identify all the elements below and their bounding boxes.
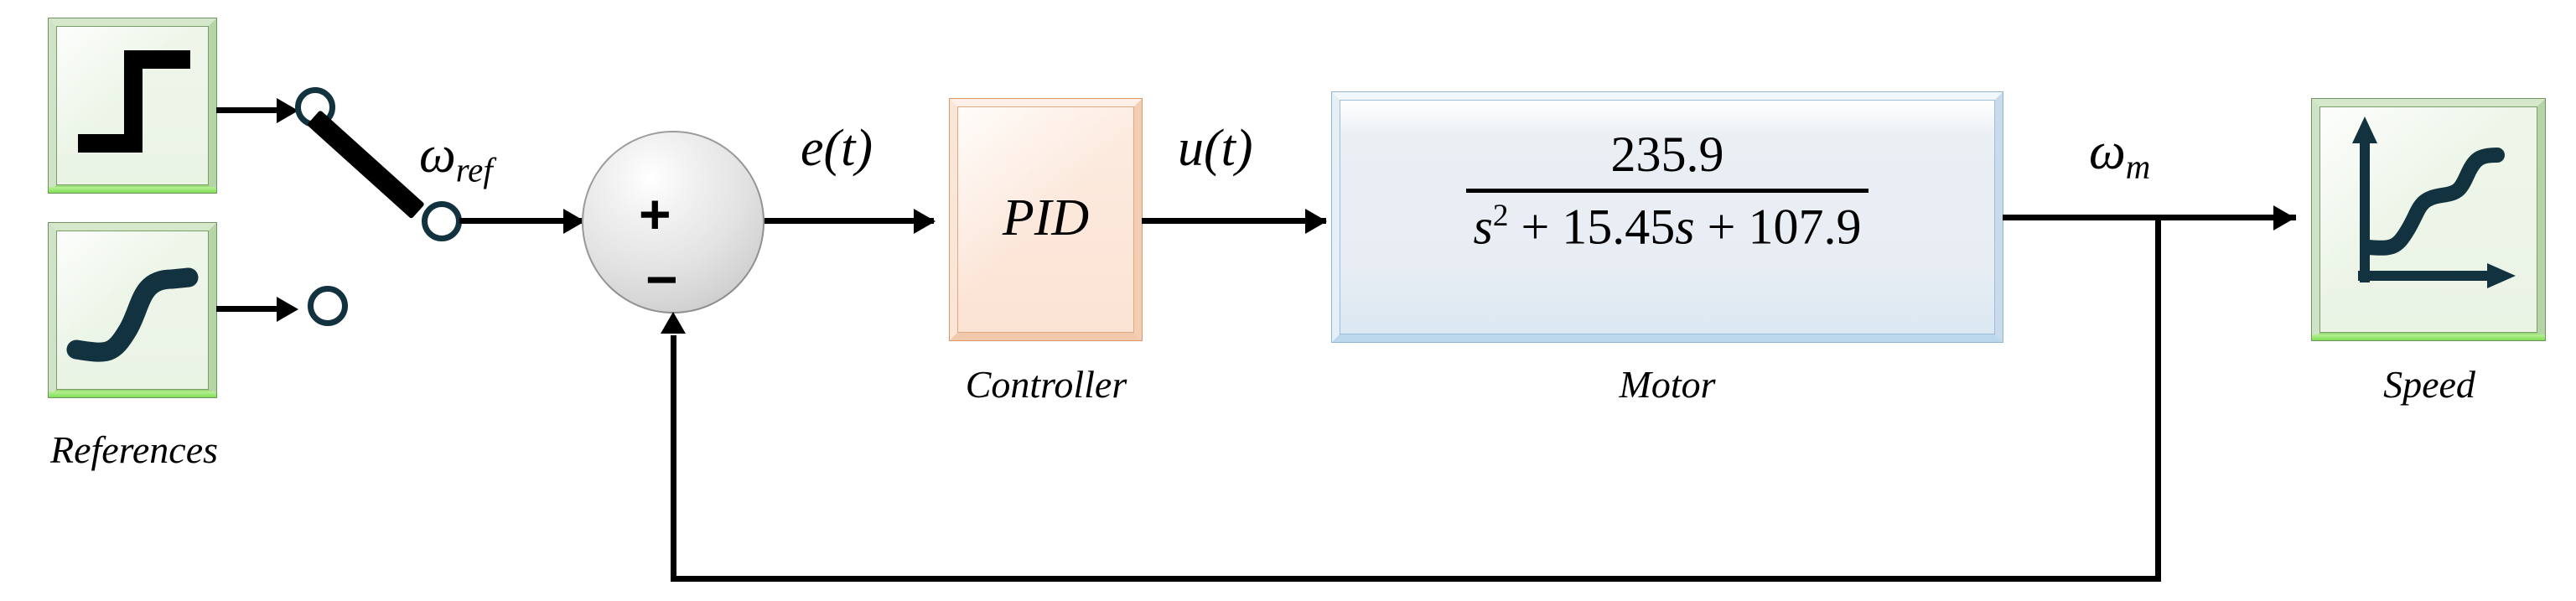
summing-junction-minus: − — [645, 248, 678, 310]
omega-m-subscript: m — [2125, 148, 2151, 186]
summing-junction-plus: + — [639, 183, 671, 245]
denominator-rest: + 15.45s + 107.9 — [1508, 199, 1862, 255]
wire-sum-to-controller — [765, 218, 934, 224]
pid-controller-label: PID — [1002, 189, 1090, 246]
omega-m-symbol: ω — [2089, 123, 2126, 180]
arrow-sum-to-controller — [914, 209, 936, 234]
speed-scope-block[interactable] — [2312, 99, 2545, 340]
switch-lower-terminal[interactable] — [422, 201, 462, 241]
controller-caption: Controller — [965, 363, 1127, 406]
control-signal-label: u(t) — [1178, 120, 1253, 177]
motor-transfer-function: 235.9 s2 + 15.45s + 107.9 — [1332, 126, 2003, 256]
arrow-switch-to-sum — [563, 209, 585, 234]
fraction-bar — [1466, 189, 1869, 193]
s-curve-signal-icon — [66, 267, 199, 362]
denominator-s: s — [1473, 199, 1493, 255]
omega-ref-subscript: ref — [455, 151, 493, 189]
wire-plant-to-scope — [2003, 215, 2296, 220]
pid-controller-block[interactable] — [950, 99, 1142, 340]
wire-switch-to-sum — [459, 218, 585, 224]
error-signal-label: e(t) — [801, 120, 873, 177]
wire-feedback-vertical — [2155, 215, 2161, 582]
motor-plant-block[interactable] — [1332, 92, 2003, 342]
wire-step-to-switch — [216, 107, 285, 113]
summing-junction[interactable] — [582, 131, 765, 313]
omega-m-label: ωm — [2089, 122, 2150, 186]
wire-feedback-into-sum — [671, 335, 676, 578]
denominator-exponent: 2 — [1492, 199, 1509, 233]
step-signal-icon — [78, 50, 190, 153]
switch-blade[interactable] — [306, 110, 425, 220]
arrow-step-to-switch — [277, 98, 298, 123]
arrow-plant-to-scope — [2273, 205, 2295, 231]
arrow-scurve-to-switch — [277, 297, 298, 322]
omega-ref-label: ωref — [419, 126, 493, 189]
omega-ref-symbol: ω — [419, 127, 456, 184]
smooth-step-reference-block[interactable] — [49, 223, 216, 397]
speed-scope-caption: Speed — [2383, 363, 2475, 406]
references-caption: References — [49, 428, 219, 471]
wire-scurve-to-switch — [216, 306, 285, 312]
scope-plot-icon — [2352, 117, 2516, 288]
arrow-controller-to-plant — [1305, 209, 1327, 234]
step-reference-block[interactable] — [49, 18, 216, 193]
transfer-function-numerator: 235.9 — [1610, 127, 1724, 182]
motor-caption: Motor — [1619, 363, 1716, 406]
wire-feedback-horizontal — [671, 576, 2161, 582]
arrow-feedback-to-sum — [661, 312, 686, 334]
transfer-function-denominator: s2 + 15.45s + 107.9 — [1332, 198, 2003, 256]
switch-scurve-terminal[interactable] — [308, 286, 348, 326]
wire-controller-to-plant — [1142, 218, 1326, 224]
